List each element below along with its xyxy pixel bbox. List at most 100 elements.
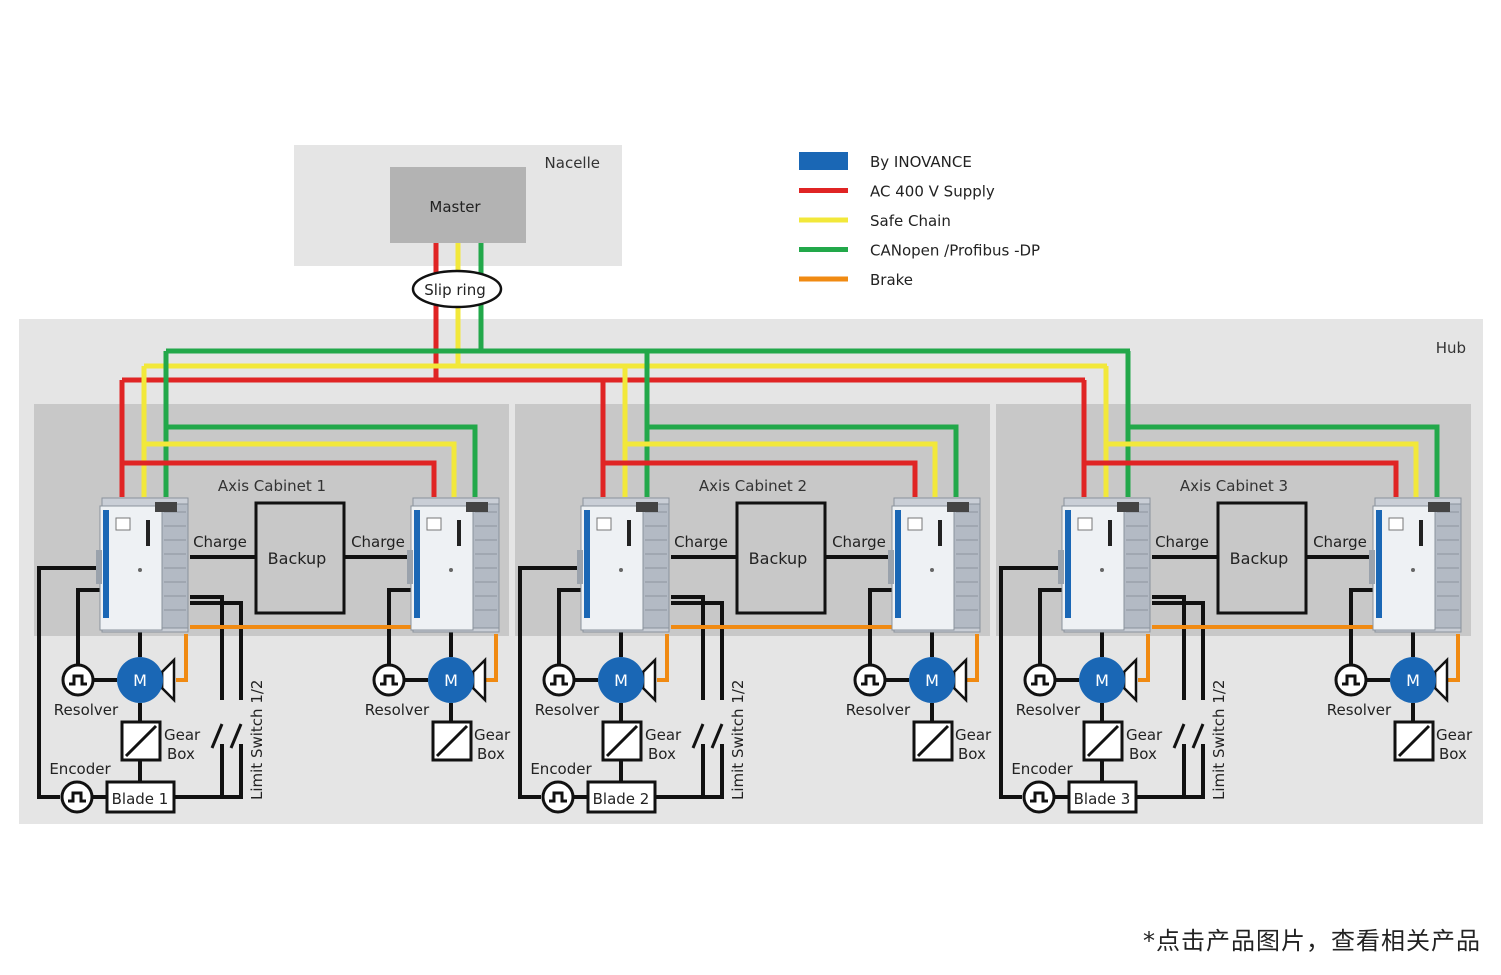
limit-switch-wire-b1: [671, 601, 724, 700]
limit-switch-contact-b: [229, 723, 243, 749]
charge-label-left: Charge: [1155, 533, 1209, 551]
drive-heatsink: [953, 503, 981, 629]
resolver-icon-right[interactable]: [372, 663, 406, 697]
drive-front-panel: [1372, 505, 1436, 631]
backup-label: Backup: [268, 549, 327, 568]
limit-switch-wire-b2: [703, 744, 724, 799]
charge-label-right: Charge: [1313, 533, 1367, 551]
encoder-icon[interactable]: [60, 780, 94, 814]
legend-label-brake: Brake: [870, 271, 913, 289]
drive-brand-stripe: [1065, 510, 1071, 618]
box-label-right: Box: [1439, 745, 1467, 763]
gearbox-diagonal: [916, 724, 950, 758]
resolver-icon-right[interactable]: [853, 663, 887, 697]
cabinet-title: Axis Cabinet 2: [699, 477, 807, 495]
motor-icon[interactable]: [1390, 657, 1436, 703]
gearbox-diagonal: [1397, 724, 1431, 758]
resolver-icon-right-waveform: [1342, 674, 1360, 686]
drive-heatsink: [472, 503, 500, 629]
gear-label-right: Gear: [955, 726, 992, 744]
resolver-label-left: Resolver: [54, 701, 119, 719]
servo-drive-left[interactable]: [577, 497, 670, 633]
servo-drive-left[interactable]: [1058, 497, 1151, 633]
gear-label-right: Gear: [1436, 726, 1473, 744]
resolver-icon-right[interactable]: [1334, 663, 1368, 697]
drive-brand-stripe: [584, 510, 590, 618]
resolver-icon-left[interactable]: [1023, 663, 1057, 697]
footnote: *点击产品图片，查看相关产品: [1143, 927, 1481, 955]
limit-switch-label: Limit Switch 1/2: [1210, 680, 1228, 800]
drive-led: [449, 568, 453, 572]
resolver-icon-left-waveform: [550, 674, 568, 686]
drive-led: [930, 568, 934, 572]
master-box[interactable]: [390, 167, 526, 243]
drive-front-panel: [891, 505, 955, 631]
limit-switch-wire-a1: [671, 595, 705, 700]
link-ac-right: [122, 460, 437, 497]
bus-wiring: [119, 243, 1440, 497]
resolver-icon-right-waveform: [861, 674, 879, 686]
motor-icon[interactable]: [1079, 657, 1125, 703]
encoder-icon-waveform: [1030, 791, 1048, 803]
drive-top-terminal: [155, 502, 177, 512]
resolver-icon-right-waveform: [380, 674, 398, 686]
encoder-icon[interactable]: [1022, 780, 1056, 814]
drive-connector: [1419, 520, 1423, 546]
resolver-icon-left-waveform: [1031, 674, 1049, 686]
blade-label: Blade 1: [112, 790, 169, 808]
drive-brand-stripe: [414, 510, 420, 618]
gearbox-diagonal: [605, 724, 639, 758]
blade-box: [105, 780, 176, 814]
limit-switch-contact-b: [1191, 723, 1205, 749]
motor-icon[interactable]: [909, 657, 955, 703]
hub-label: Hub: [1436, 339, 1466, 357]
box-label-left: Box: [1129, 745, 1157, 763]
gear-label-left: Gear: [1126, 726, 1163, 744]
limit-switch-contact-a: [1172, 723, 1186, 749]
servo-drive-right[interactable]: [1369, 497, 1462, 633]
drive-connector: [627, 520, 631, 546]
charge-label-left: Charge: [674, 533, 728, 551]
limit-switch-wire-b2: [1184, 744, 1205, 799]
servo-drive-right[interactable]: [888, 497, 981, 633]
backup-label: Backup: [1230, 549, 1289, 568]
resolver-icon-left[interactable]: [61, 663, 95, 697]
encoder-label: Encoder: [530, 760, 592, 778]
legend-label-inovance: By INOVANCE: [870, 153, 972, 171]
link-safe-right: [1106, 441, 1419, 497]
drive-brand-stripe: [103, 510, 109, 618]
limit-switch-wire-b2: [222, 744, 243, 799]
legend-label-safe_chain: Safe Chain: [870, 212, 951, 230]
drive-front-panel: [580, 505, 644, 631]
drive-heatsink: [642, 503, 670, 629]
nacelle-label: Nacelle: [545, 154, 600, 172]
drive-side-terminal: [888, 550, 894, 584]
drive-display: [596, 517, 612, 531]
motor-icon[interactable]: [598, 657, 644, 703]
resolver-label-right: Resolver: [1327, 701, 1392, 719]
resolver-wire-right: [1349, 588, 1374, 664]
encoder-icon[interactable]: [541, 780, 575, 814]
motor-icon[interactable]: [428, 657, 474, 703]
resolver-label-right: Resolver: [846, 701, 911, 719]
drive-connector: [1108, 520, 1112, 546]
slip-ring[interactable]: [411, 269, 503, 309]
drive-top-terminal: [1117, 502, 1139, 512]
resolver-label-left: Resolver: [1016, 701, 1081, 719]
motor-icon[interactable]: [117, 657, 163, 703]
resolver-icon-left[interactable]: [542, 663, 576, 697]
backup-box[interactable]: [254, 501, 346, 615]
drive-top-terminal: [947, 502, 969, 512]
servo-drive-left[interactable]: [96, 497, 189, 633]
limit-switch-label: Limit Switch 1/2: [729, 680, 747, 800]
drive-heatsink: [1434, 503, 1462, 629]
slip-ring-label: Slip ring: [424, 281, 486, 299]
brake-line-left: [176, 634, 188, 682]
legend-label-canopen: CANopen /Profibus -DP: [870, 242, 1040, 260]
encoder-icon-waveform: [68, 791, 86, 803]
link-can-right: [166, 424, 478, 497]
servo-drive-right[interactable]: [407, 497, 500, 633]
resolver-wire-right: [387, 588, 412, 664]
resolver-wire-left: [76, 588, 101, 664]
